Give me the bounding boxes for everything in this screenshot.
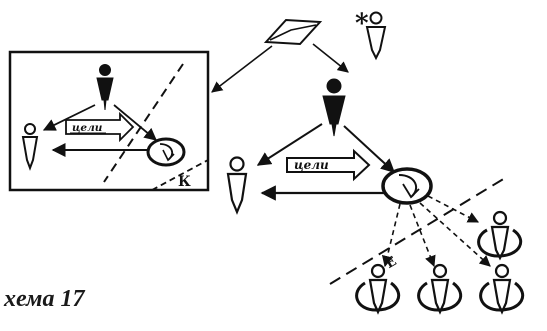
inset-goals-label: цели	[72, 122, 103, 134]
dashed-arrow-to-sub-2	[409, 204, 436, 268]
main-agent-circle	[381, 167, 433, 205]
parallelogram-symbol	[263, 18, 323, 46]
dashed-arrow-to-sub-1	[381, 203, 401, 268]
main-arrow-leader-to-left	[256, 123, 323, 166]
inset-left-person-icon	[21, 123, 39, 171]
inset-frame	[8, 50, 210, 192]
main-goals-arrow: цели	[286, 148, 371, 182]
subordinate-icon-2	[417, 263, 463, 315]
inset-corner-label: К	[178, 174, 191, 190]
arrow-symbol-to-main	[312, 43, 349, 73]
main-goals-label: цели	[294, 158, 329, 172]
inset-agent-circle	[146, 137, 186, 167]
inset-corner-divider	[151, 159, 209, 191]
main-left-person-icon	[226, 156, 248, 215]
dashed-arrow-to-sub-top	[427, 195, 479, 223]
inset-goals-arrow: цели	[65, 111, 135, 143]
inset-top-person-icon	[96, 64, 114, 111]
main-arrow-leader-to-circle	[343, 125, 396, 173]
asterisk-mark: *	[355, 9, 369, 39]
inset-arrow-top-to-circle	[113, 104, 157, 141]
inset-arrow-top-to-left	[42, 104, 96, 131]
inset-dashed-boundary	[103, 63, 184, 183]
inset-panel: цели К	[8, 50, 210, 192]
subordinate-icon-1	[355, 263, 401, 315]
arrow-symbol-to-inset	[211, 45, 273, 93]
main-dashed-divider	[329, 177, 506, 285]
main-leader-person-icon	[322, 78, 346, 137]
subordinate-icon-top	[477, 210, 523, 261]
subordinate-icon-3	[479, 263, 525, 315]
diagram-caption: хема 17	[4, 286, 85, 312]
dashed-arrow-to-sub-3	[419, 202, 491, 267]
divider-label: Е	[383, 254, 399, 272]
asterisk-person-icon	[365, 11, 387, 61]
